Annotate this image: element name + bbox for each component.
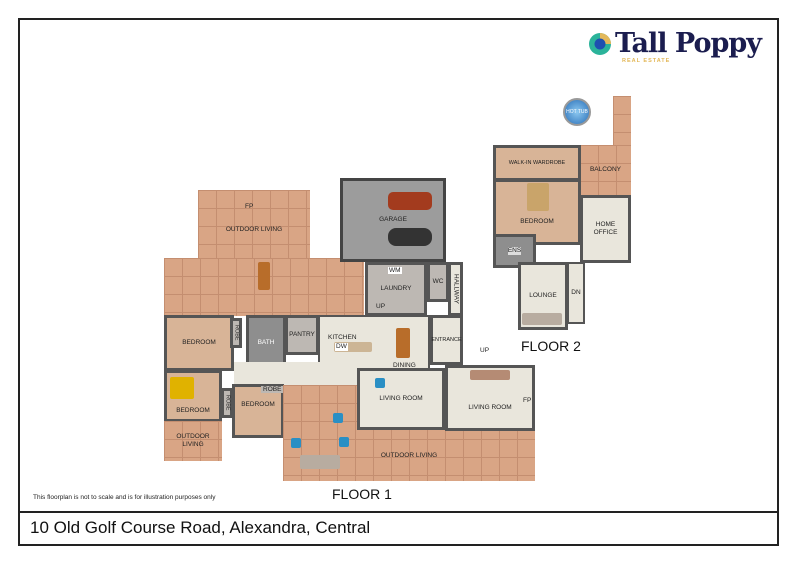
robe-1: ROBE xyxy=(230,318,242,348)
bath: BATH xyxy=(246,315,286,370)
kitchen-label: KITCHEN xyxy=(328,334,357,341)
brand-tagline: REAL ESTATE xyxy=(622,58,671,64)
room-label: BEDROOM xyxy=(520,218,554,226)
stairs-down-label: DN xyxy=(571,289,581,297)
room-label: HALLWAY xyxy=(452,274,460,304)
room-label: ENS xyxy=(507,247,522,255)
bedroom-3: BEDROOM xyxy=(232,384,284,438)
divider xyxy=(18,511,779,513)
room-label: BATH xyxy=(257,338,275,346)
stairs: DN xyxy=(567,262,585,324)
brand-name: Tall Poppy xyxy=(615,28,762,59)
room-label: OUTDOOR LIVING xyxy=(380,451,438,459)
armchair-icon xyxy=(291,438,301,448)
sofa-icon xyxy=(522,313,562,325)
tall-poppy-logo: Tall Poppy REAL ESTATE xyxy=(588,28,768,75)
hallway: HALLWAY xyxy=(448,262,463,316)
room-label: HOME OFFICE xyxy=(593,221,618,236)
room-label: OUTDOOR LIVING xyxy=(225,226,283,234)
entrance: ENTRANCE xyxy=(430,315,463,365)
poppy-logo-icon xyxy=(589,33,611,55)
robe-2: ROBE xyxy=(221,388,233,418)
room-label: OUTDOOR LIVING xyxy=(176,433,210,448)
room-label: ROBE xyxy=(233,325,240,341)
stairs-up-label: UP xyxy=(480,347,490,354)
fireplace-label: FP xyxy=(245,203,254,210)
pantry: PANTRY xyxy=(285,315,319,355)
home-office: HOME OFFICE xyxy=(580,195,631,263)
floor-2-title: FLOOR 2 xyxy=(521,338,581,354)
room-label: BEDROOM xyxy=(176,407,210,415)
room-label: LIVING ROOM xyxy=(468,404,512,412)
sofa-icon xyxy=(300,455,340,469)
dining-label: DINING xyxy=(393,362,416,369)
balcony-strip xyxy=(613,96,631,148)
room-label: ROBE xyxy=(224,395,231,411)
robe-3: ROBE xyxy=(261,386,284,393)
room-label: WALK-IN WARDROBE xyxy=(508,159,566,166)
dining-table-icon xyxy=(258,262,270,290)
room-label: LIVING ROOM xyxy=(379,395,423,403)
balcony: BALCONY xyxy=(580,145,631,195)
bedroom-1: BEDROOM xyxy=(164,315,234,371)
bed-icon xyxy=(527,183,549,211)
walk-in-wardrobe: WALK-IN WARDROBE xyxy=(493,145,581,181)
armchair-icon xyxy=(333,413,343,423)
living-room-2: LIVING ROOM xyxy=(445,365,535,431)
room-label: WC xyxy=(432,278,444,286)
armchair-icon xyxy=(339,437,349,447)
room-label: BEDROOM xyxy=(241,401,275,409)
room-label: ENTRANCE xyxy=(431,336,462,343)
dishwasher-label: DW xyxy=(335,343,348,351)
room-label: BALCONY xyxy=(589,166,622,174)
sofa-icon xyxy=(470,370,510,380)
disclaimer: This floorplan is not to scale and is fo… xyxy=(33,494,216,501)
property-address: 10 Old Golf Course Road, Alexandra, Cent… xyxy=(30,518,371,537)
car-icon xyxy=(388,228,432,246)
washing-machine-label: WM xyxy=(388,267,402,274)
garage: GARAGE xyxy=(340,178,446,262)
room-label: BEDROOM xyxy=(182,339,216,347)
wc: WC xyxy=(427,262,449,302)
room-label: PANTRY xyxy=(289,331,315,339)
room-label: LAUNDRY xyxy=(380,285,412,293)
room-label: HOT TUB xyxy=(566,109,588,115)
corridor xyxy=(234,362,358,386)
outdoor-living-left: OUTDOOR LIVING xyxy=(164,421,222,461)
fireplace-label: FP xyxy=(523,397,532,404)
floor-1-title: FLOOR 1 xyxy=(332,486,392,502)
car-icon xyxy=(388,192,432,210)
living-room-1: LIVING ROOM xyxy=(357,368,445,430)
room-label: LOUNGE xyxy=(529,292,557,300)
bed-icon xyxy=(170,377,194,399)
hot-tub: HOT TUB xyxy=(563,98,591,126)
armchair-icon xyxy=(375,378,385,388)
kitchen-island-icon xyxy=(334,342,372,352)
page-frame xyxy=(18,18,779,546)
outdoor-living-top: OUTDOOR LIVING xyxy=(198,190,310,270)
room-label: GARAGE xyxy=(379,216,407,224)
dining-table-icon xyxy=(396,328,410,358)
stairs-up-label: UP xyxy=(376,303,386,310)
